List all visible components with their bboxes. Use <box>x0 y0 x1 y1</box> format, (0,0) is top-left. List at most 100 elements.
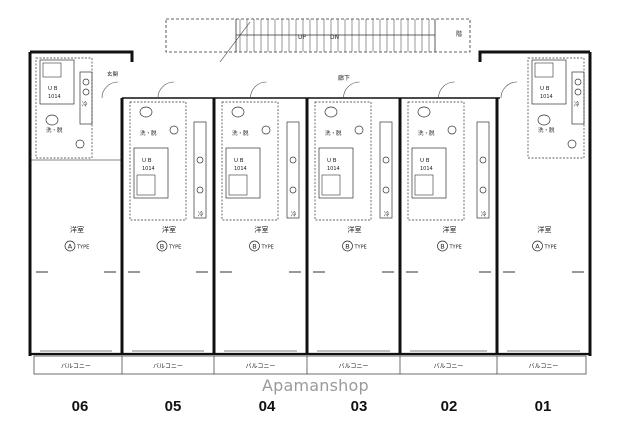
unit-bath-size: 1014 <box>48 94 61 100</box>
type-word: TYPE <box>261 245 274 251</box>
unit-number-06: 06 <box>71 398 89 415</box>
outer-walls <box>28 50 592 356</box>
toilet <box>231 106 245 118</box>
type-badge <box>64 240 76 252</box>
washbasin <box>169 125 179 135</box>
toilet <box>417 106 431 118</box>
watermark: Apamanshop <box>262 376 369 395</box>
balcony-label: バルコニー <box>529 363 559 370</box>
unit-bath-label: U B <box>420 158 430 164</box>
entry-door <box>343 81 360 99</box>
unit-bath <box>225 147 261 199</box>
entry-door <box>500 81 518 99</box>
fridge-label: 冷 <box>198 210 204 218</box>
unit-bath <box>531 59 567 105</box>
stair-side-label: 階 <box>456 30 462 38</box>
toilet <box>537 114 551 126</box>
wet-area <box>221 101 300 221</box>
kitchen-counter <box>379 121 393 219</box>
washroom-label: 洗・脱 <box>418 129 435 137</box>
stove-burner <box>382 156 390 164</box>
toilet <box>45 114 59 126</box>
wet-area <box>129 101 207 221</box>
entry-door <box>157 81 175 99</box>
unit-bath-label: U B <box>142 158 152 164</box>
unit-number-01: 01 <box>534 398 552 415</box>
kitchen-counter <box>476 121 490 219</box>
unit-bath <box>39 59 75 105</box>
fridge-label: 冷 <box>481 210 487 218</box>
unit-bath-size: 1014 <box>327 166 340 172</box>
stove-burner <box>289 156 297 164</box>
corridor-label: 廊下 <box>338 74 350 82</box>
kitchen-counter <box>79 71 93 125</box>
room-label: 洋室 <box>70 225 84 234</box>
type-badge <box>249 240 260 252</box>
stair-down-label: DN <box>330 34 339 41</box>
entry-door <box>250 81 267 99</box>
type-word: TYPE <box>449 245 462 251</box>
balcony-label: バルコニー <box>434 363 464 370</box>
wet-area <box>314 101 393 221</box>
stove-burner <box>574 78 582 86</box>
kitchen-counter <box>286 121 300 219</box>
room-label: 洋室 <box>162 225 176 234</box>
kitchen-counter <box>571 71 585 125</box>
unit-bath-size: 1014 <box>420 166 433 172</box>
stove-burner <box>82 78 90 86</box>
type-word: TYPE <box>168 245 181 251</box>
stove-burner <box>479 156 487 164</box>
bathtub <box>136 174 156 196</box>
toilet <box>139 106 153 118</box>
washbasin <box>354 125 364 135</box>
unit-bath <box>411 147 447 199</box>
washroom-label: 洗・脱 <box>140 129 157 137</box>
type-word: TYPE <box>354 245 367 251</box>
washroom-label: 洗・脱 <box>46 126 63 134</box>
fridge-label: 冷 <box>574 100 580 108</box>
washroom-label: 洗・脱 <box>325 129 342 137</box>
balcony-label: バルコニー <box>246 363 276 370</box>
type-letter: B <box>345 242 349 250</box>
sink <box>382 186 390 194</box>
unit-number-02: 02 <box>440 398 458 415</box>
kitchen-counter <box>193 121 207 219</box>
balcony-label: バルコニー <box>339 363 369 370</box>
washbasin <box>567 139 577 149</box>
fridge-label: 冷 <box>384 210 390 218</box>
unit-bath-label: U B <box>540 86 550 92</box>
unit-bath-label: U B <box>234 158 244 164</box>
washbasin <box>447 125 457 135</box>
type-letter: A <box>68 242 73 250</box>
balcony-label: バルコニー <box>153 363 183 370</box>
type-badge <box>156 240 168 252</box>
wet-area <box>407 101 490 221</box>
entrance-label: 玄関 <box>107 70 119 78</box>
fridge-label: 冷 <box>82 100 88 108</box>
unit-bath-label: U B <box>48 86 58 92</box>
unit-bath-size: 1014 <box>234 166 247 172</box>
type-letter: B <box>160 242 164 250</box>
sink <box>196 186 204 194</box>
type-badge <box>532 240 543 252</box>
sink <box>82 88 90 96</box>
washbasin <box>261 125 271 135</box>
bathtub <box>42 62 62 78</box>
bathtub <box>534 62 554 78</box>
wet-area <box>35 57 93 159</box>
unit-number-05: 05 <box>164 398 182 415</box>
stair-up-label: UP <box>298 34 306 41</box>
washroom-label: 洗・脱 <box>232 129 249 137</box>
balcony-strip <box>33 355 587 375</box>
sink <box>479 186 487 194</box>
type-letter: B <box>440 242 444 250</box>
toilet <box>324 106 338 118</box>
type-badge <box>342 240 353 252</box>
wet-area <box>527 57 585 159</box>
